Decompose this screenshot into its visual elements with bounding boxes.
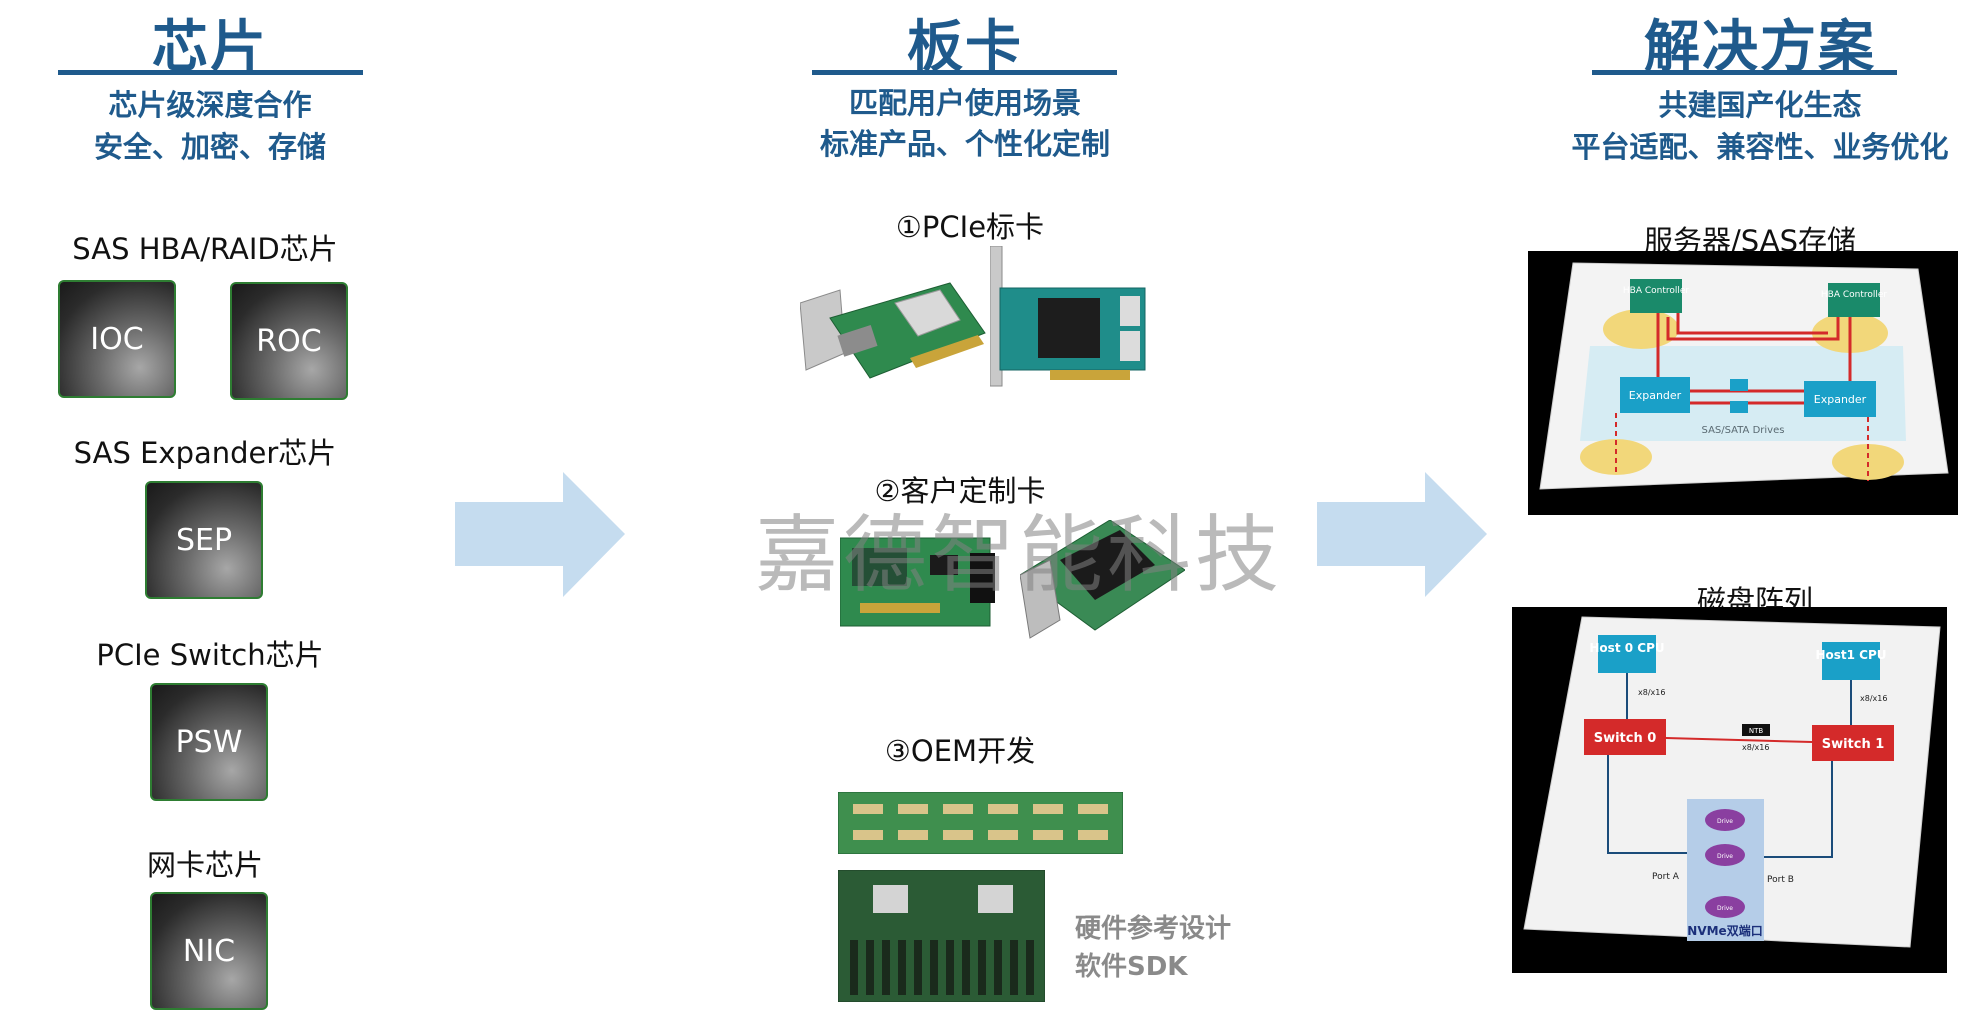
board-column-subtitle-1: 匹配用户使用场景 bbox=[848, 86, 1081, 120]
sas-topology-svg: HBA Controller HBA Controller Expander E… bbox=[1539, 262, 1949, 490]
nvme-switch0-text: Switch 0 bbox=[1594, 731, 1657, 746]
pcie-switch-label: PCIe Switch芯片 bbox=[96, 638, 324, 672]
sas-drives-text: SAS/SATA Drives bbox=[1702, 425, 1785, 436]
sas-topology-diagram: HBA Controller HBA Controller Expander E… bbox=[1528, 251, 1958, 515]
nic-chip: NIC bbox=[150, 892, 268, 1010]
custom-card-label: ②客户定制卡 bbox=[874, 474, 1046, 508]
oem-note-hardware: 硬件参考设计 bbox=[1075, 914, 1232, 944]
oem-board-image bbox=[838, 870, 1045, 1002]
watermark: 嘉德智能科技 bbox=[755, 506, 1284, 604]
nvme-dual-port-svg: Host 0 CPU Host1 CPU Switch 0 Switch 1 N… bbox=[1523, 616, 1941, 948]
sas-expander-1-text: Expander bbox=[1629, 389, 1682, 402]
oem-note: 硬件参考设计 软件SDK bbox=[1075, 910, 1295, 986]
nvme-dual-port-caption: NVMe双端口 bbox=[1687, 923, 1762, 938]
nvme-dual-port-diagram: Host 0 CPU Host1 CPU Switch 0 Switch 1 N… bbox=[1512, 607, 1947, 973]
oem-backplane-image bbox=[838, 792, 1123, 854]
board-column-subtitle-2: 标准产品、个性化定制 bbox=[819, 127, 1110, 161]
sas-hba-raid-label: SAS HBA/RAID芯片 bbox=[72, 232, 338, 266]
chip-column-subtitle-1: 芯片级深度合作 bbox=[108, 88, 312, 122]
nvme-host1-text: Host1 CPU bbox=[1815, 648, 1886, 662]
nic-label: 网卡芯片 bbox=[146, 848, 263, 882]
custom-card-image-1 bbox=[840, 537, 995, 627]
nvme-switch1-text: Switch 1 bbox=[1822, 737, 1885, 752]
psw-chip-label: PSW bbox=[175, 724, 243, 760]
pcie-card-label: ①PCIe标卡 bbox=[895, 210, 1045, 244]
nvme-x8-c-text: x8/x16 bbox=[1742, 743, 1769, 752]
nvme-port-b-text: Port B bbox=[1767, 875, 1794, 885]
solution-column-subtitle-2: 平台适配、兼容性、业务优化 bbox=[1571, 130, 1949, 164]
custom-card-image-2 bbox=[1020, 520, 1185, 639]
oem-note-software: 软件SDK bbox=[1075, 952, 1188, 982]
pcie-hba-card-image bbox=[990, 246, 1146, 387]
nvme-x8-a-text: x8/x16 bbox=[1638, 688, 1665, 697]
chip-column-subtitle-2: 安全、加密、存储 bbox=[93, 130, 326, 164]
sep-chip-label: SEP bbox=[175, 522, 233, 558]
chip-column-title: 芯片 bbox=[152, 15, 268, 80]
flow-arrow-right bbox=[1317, 472, 1487, 597]
solution-column-title: 解决方案 bbox=[1644, 15, 1876, 80]
psw-chip: PSW bbox=[150, 683, 268, 801]
nvme-host0-text: Host 0 CPU bbox=[1589, 641, 1664, 655]
chip-column-rule bbox=[58, 70, 363, 75]
nic-chip-label: NIC bbox=[182, 933, 236, 969]
solution-column-subtitle-1: 共建国产化生态 bbox=[1658, 88, 1862, 122]
board-column-title: 板卡 bbox=[907, 15, 1023, 80]
roc-chip: ROC bbox=[230, 282, 348, 400]
nvme-drive-3-text: Drive bbox=[1717, 905, 1733, 912]
sep-chip: SEP bbox=[145, 481, 263, 599]
ioc-chip-label: IOC bbox=[90, 321, 144, 357]
sas-expander-2-text: Expander bbox=[1814, 393, 1867, 406]
nvme-ntb-text: NTB bbox=[1749, 727, 1764, 735]
nvme-port-a-text: Port A bbox=[1652, 872, 1680, 882]
sas-expander-label: SAS Expander芯片 bbox=[73, 436, 337, 470]
nvme-drive-2-text: Drive bbox=[1717, 853, 1733, 860]
oem-label: ③OEM开发 bbox=[884, 734, 1036, 768]
sas-hba-2-text: HBA Controller bbox=[1821, 290, 1888, 300]
nvme-x8-b-text: x8/x16 bbox=[1860, 694, 1887, 703]
ioc-chip: IOC bbox=[58, 280, 176, 398]
pcie-nic-card-image bbox=[800, 282, 986, 379]
roc-chip-label: ROC bbox=[256, 323, 322, 359]
solution-column-rule bbox=[1592, 70, 1897, 75]
flow-arrow-left bbox=[455, 472, 625, 597]
board-column-rule bbox=[812, 70, 1117, 75]
sas-hba-1-text: HBA Controller bbox=[1623, 286, 1690, 296]
nvme-drive-1-text: Drive bbox=[1717, 818, 1733, 825]
